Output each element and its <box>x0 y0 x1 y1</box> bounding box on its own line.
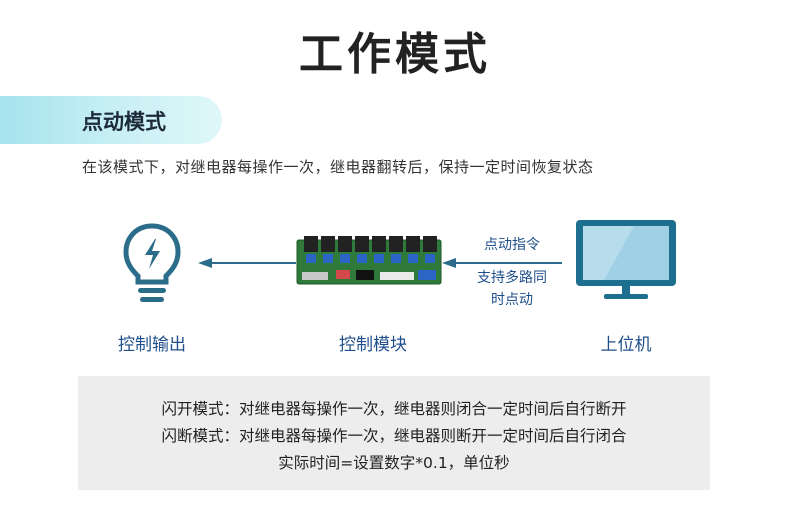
page-title: 工作模式 <box>299 29 491 80</box>
arrow-label-command: 点动指令 <box>484 237 540 253</box>
monitor-icon <box>576 220 676 299</box>
arrow-label-multi-2: 时点动 <box>491 292 533 308</box>
node-label-output: 控制输出 <box>118 335 186 355</box>
info-flash-open: 闪开模式：对继电器每操作一次，继电器则闭合一定时间后自行断开 <box>161 400 627 418</box>
mode-description: 在该模式下，对继电器每操作一次，继电器翻转后，保持一定时间恢复状态 <box>82 158 594 176</box>
node-label-host: 上位机 <box>600 335 652 355</box>
arrow-to-output <box>198 258 296 268</box>
arrow-to-module <box>442 258 562 268</box>
section-tab <box>0 96 222 144</box>
info-box <box>78 376 710 490</box>
node-label-module: 控制模块 <box>339 335 407 355</box>
lightbulb-icon <box>123 223 181 302</box>
relay-board-icon <box>296 236 442 285</box>
arrow-label-multi-1: 支持多路同 <box>477 270 547 286</box>
section-tab-label: 点动模式 <box>82 110 166 134</box>
info-flash-close: 闪断模式：对继电器每操作一次，继电器则断开一定时间后自行闭合 <box>161 427 627 445</box>
info-time-formula: 实际时间=设置数字*0.1，单位秒 <box>278 454 510 472</box>
